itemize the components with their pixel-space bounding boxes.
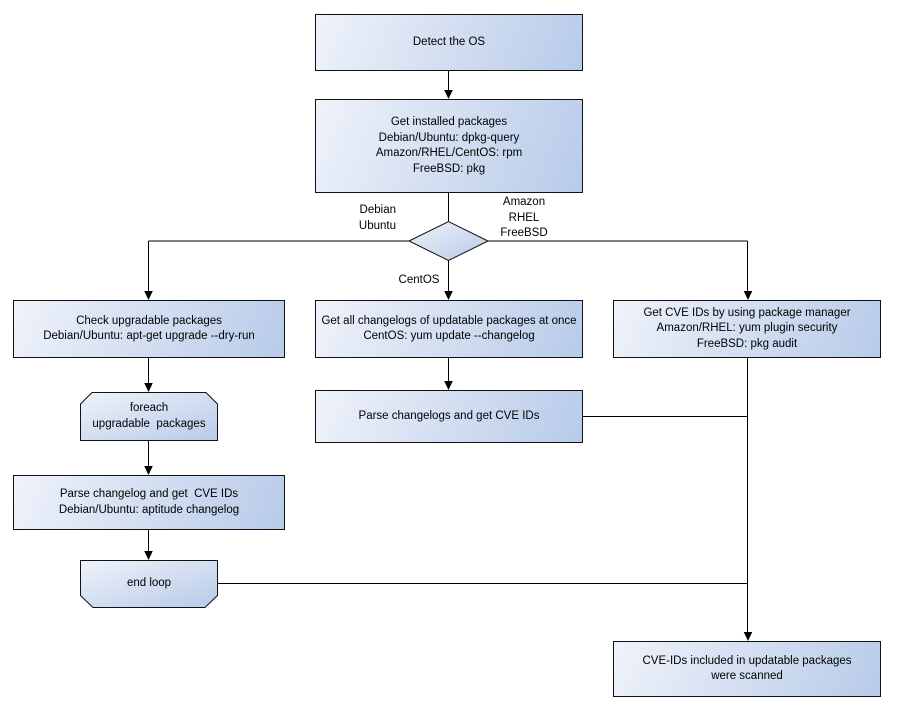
node-foreach-loop-label: foreach upgradable packages (92, 402, 206, 430)
branch-label-amazon-rhel-freebsd: Amazon RHEL FreeBSD (500, 196, 548, 239)
node-foreach-loop: foreach upgradable packages (80, 392, 218, 441)
node-detect-os: Detect the OS (315, 14, 583, 71)
node-get-all-changelogs: Get all changelogs of updatable packages… (315, 300, 583, 358)
node-get-cve-ids-package-manager: Get CVE IDs by using package manager Ama… (613, 300, 881, 358)
arrowhead (444, 291, 453, 300)
node-cve-ids-scanned: CVE-IDs included in updatable packages w… (613, 641, 881, 697)
branch-label-debian-ubuntu: Debian Ubuntu (358, 204, 396, 232)
os-decision-diamond (407, 220, 490, 262)
branch-label-centos: CentOS (398, 274, 440, 286)
edge-decision-to-upgradable (148, 240, 409, 291)
arrowhead (144, 383, 153, 392)
end-loop-shape (80, 560, 218, 608)
node-parse-changelog: Parse changelog and get CVE IDs Debian/U… (13, 475, 285, 530)
arrowhead (444, 381, 453, 390)
node-check-upgradable-packages-label: Check upgradable packages Debian/Ubuntu:… (43, 314, 255, 343)
arrowheads (144, 90, 753, 641)
arrowhead (743, 632, 753, 641)
connectors (148, 71, 748, 632)
node-get-all-changelogs-label: Get all changelogs of updatable packages… (321, 314, 577, 343)
node-get-cve-ids-package-manager-label: Get CVE IDs by using package manager Ama… (643, 306, 851, 350)
node-parse-changelogs-label: Parse changelogs and get CVE IDs (358, 409, 540, 422)
arrowhead (144, 551, 153, 560)
arrowhead (444, 90, 453, 99)
arrowhead (144, 466, 153, 475)
node-end-loop-label: end loop (126, 577, 172, 590)
node-detect-os-label: Detect the OS (412, 35, 486, 48)
node-get-installed-packages: Get installed packages Debian/Ubuntu: dp… (315, 99, 583, 193)
node-parse-changelogs: Parse changelogs and get CVE IDs (315, 390, 583, 443)
node-get-installed-packages-label: Get installed packages Debian/Ubuntu: dp… (375, 116, 523, 175)
node-parse-changelog-label: Parse changelog and get CVE IDs Debian/U… (58, 488, 240, 516)
arrowhead (144, 291, 153, 300)
node-check-upgradable-packages: Check upgradable packages Debian/Ubuntu:… (13, 300, 285, 358)
foreach-loop-shape (80, 392, 218, 441)
node-end-loop: end loop (80, 560, 218, 608)
arrowhead (743, 291, 753, 300)
edge-decision-to-cveids (488, 240, 748, 291)
node-cve-ids-scanned-label: CVE-IDs included in updatable packages w… (642, 654, 852, 683)
